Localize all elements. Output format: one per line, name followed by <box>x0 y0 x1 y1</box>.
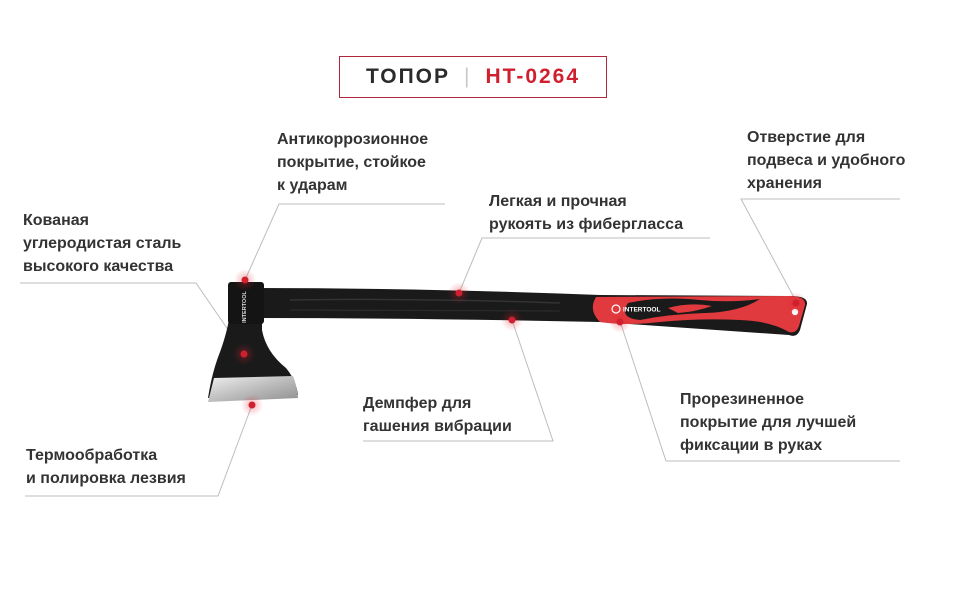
leader-handle <box>458 237 710 294</box>
leader-steel <box>20 282 245 354</box>
callout-line: Прорезиненное <box>680 391 805 408</box>
callout-line: покрытие для лучшей <box>680 414 857 431</box>
callout-line: рукоять из фибергласса <box>489 216 684 233</box>
rubber-grip <box>592 296 806 333</box>
dot-blade <box>248 401 256 409</box>
callout-damper: Демпфер для гашения вибрации <box>363 392 512 438</box>
callout-line: углеродистая сталь <box>23 235 182 252</box>
axe-head: INTERTOOL <box>208 282 298 402</box>
callout-blade: Термообработка и полировка лезвия <box>26 444 186 490</box>
dot-steel <box>240 350 248 358</box>
callout-line: высокого качества <box>23 258 174 275</box>
callout-line: хранения <box>747 175 822 192</box>
svg-text:INTERTOOL: INTERTOOL <box>242 291 248 323</box>
dot-coating <box>241 276 249 284</box>
title-box: ТОПОР | HT-0264 <box>339 56 607 98</box>
product-name: ТОПОР <box>365 65 451 88</box>
callout-line: Легкая и прочная <box>489 193 627 210</box>
dot-grip <box>616 318 624 326</box>
title-separator: | <box>464 65 472 88</box>
callout-line: Термообработка <box>26 447 158 464</box>
callout-steel: Кованая углеродистая сталь высокого каче… <box>23 209 181 278</box>
dot-damper <box>508 316 516 324</box>
callout-line: подвеса и удобного <box>747 152 906 169</box>
callout-line: фиксации в руках <box>680 437 823 454</box>
callout-line: покрытие, стойкое <box>277 154 426 171</box>
callout-grip: Прорезиненное покрытие для лучшей фиксац… <box>680 388 856 457</box>
dot-handle <box>455 289 463 297</box>
callout-line: Демпфер для <box>363 395 472 412</box>
callout-line: Кованая <box>23 212 89 229</box>
callout-line: и полировка лезвия <box>26 470 186 487</box>
leader-damper <box>363 319 554 442</box>
callout-hole: Отверстие для подвеса и удобного хранени… <box>747 126 905 195</box>
leader-coating <box>244 203 445 281</box>
callout-line: гашения вибрации <box>363 418 512 435</box>
leader-blade <box>25 404 253 497</box>
dot-hole <box>792 299 800 307</box>
svg-text:INTERTOOL: INTERTOOL <box>623 307 660 314</box>
leader-grip <box>619 320 900 462</box>
leader-hole <box>740 198 900 304</box>
callout-dots <box>233 269 807 416</box>
product-model: HT-0264 <box>485 65 581 88</box>
callout-line: Антикоррозионное <box>277 131 429 148</box>
callout-handle: Легкая и прочная рукоять из фибергласса <box>489 190 683 236</box>
callout-coating: Антикоррозионное покрытие, стойкое к уда… <box>277 128 428 197</box>
callout-line: Отверстие для <box>747 129 866 146</box>
callout-line: к ударам <box>277 177 348 194</box>
